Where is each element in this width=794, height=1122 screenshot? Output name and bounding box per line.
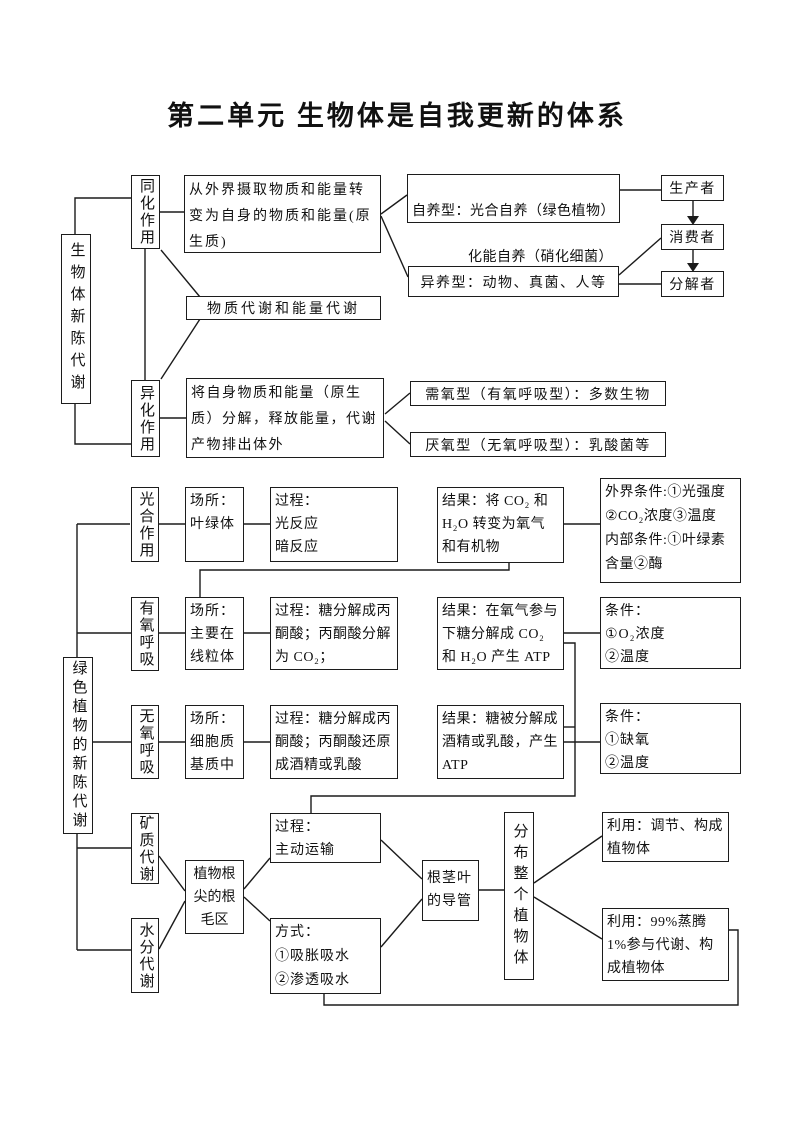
aerobic-respiration-label-box: 有氧呼吸 — [131, 597, 159, 671]
photosynthesis-site-box: 场所： 叶绿体 — [185, 487, 244, 562]
anaerobic-site-box: 场所： 细胞质 基质中 — [185, 705, 244, 779]
anaerobic-condition-box: 条件： ①缺氧 ②温度 — [600, 703, 741, 774]
arrowheads — [687, 216, 699, 272]
aerobic-result-box: 结果：在氧气参与 下糖分解成 CO₂ 和 H₂O 产生 ATP — [437, 597, 564, 670]
photosynthesis-result-box: 结果：将 CO₂ 和 H₂O 转变为氧气 和有机物 — [437, 487, 564, 563]
anaerobic-process-box: 过程：糖分解成丙 酮酸；丙酮酸还原 成酒精或乳酸 — [270, 705, 398, 779]
mineral-use-box: 利用：调节、构成 植物体 — [602, 812, 729, 862]
vessel-box: 根茎叶 的导管 — [422, 860, 479, 921]
photosynthesis-label: 光合作用 — [137, 490, 154, 559]
assimilation-desc-box: 从外界摄取物质和能量转 变为自身的物质和能量(原 生质) — [184, 175, 381, 253]
photosynthesis-label-box: 光合作用 — [131, 487, 159, 562]
photosynthesis-process-box: 过程： 光反应 暗反应 — [270, 487, 398, 562]
dissimilation-label: 异化作用 — [138, 384, 154, 453]
distribution-box: 分布整个植物体 — [504, 812, 534, 980]
autotroph-box: 自养型：光合自养（绿色植物） 化能自养（硝化细菌） — [407, 174, 620, 265]
root-hair-zone-box: 植物根 尖的根 毛区 — [185, 860, 244, 934]
aerobic-process-box: 过程：糖分解成丙 酮酸；丙酮酸分解 为 CO₂； — [270, 597, 398, 670]
decomposer-box: 分解者 — [661, 271, 724, 297]
plant-metabolism-root-label: 绿色植物的新陈代谢 — [70, 660, 87, 831]
autotroph-line2: 化能自养（硝化细菌） — [468, 250, 613, 265]
assimilation-label: 同化作用 — [138, 178, 154, 246]
water-use-box: 利用：99%蒸腾 1%参与代谢、构 成植物体 — [602, 908, 729, 981]
aerobic-site-box: 场所： 主要在 线粒体 — [185, 597, 244, 670]
mineral-metabolism-label: 矿质代谢 — [137, 814, 154, 883]
anaerobic-respiration-label-box: 无氧呼吸 — [131, 705, 159, 779]
water-absorption-method-box: 方式： ①吸胀吸水 ②渗透吸水 — [270, 918, 381, 994]
plant-metabolism-root-box: 绿色植物的新陈代谢 — [63, 657, 93, 834]
active-transport-box: 过程： 主动运输 — [270, 813, 381, 863]
organism-metabolism-root-box: 生物体新陈代谢 — [61, 234, 91, 404]
anaerobic-result-box: 结果：糖被分解成 酒精或乳酸，产生 ATP — [437, 705, 564, 779]
assimilation-box: 同化作用 — [131, 175, 160, 249]
water-metabolism-label: 水分代谢 — [137, 921, 154, 990]
consumer-box: 消费者 — [661, 224, 724, 250]
aerobic-condition-box: 条件： ①O₂浓度 ②温度 — [600, 597, 741, 669]
producer-box: 生产者 — [661, 175, 724, 201]
mineral-metabolism-label-box: 矿质代谢 — [131, 813, 159, 884]
dissimilation-box: 异化作用 — [131, 380, 160, 457]
dissimilation-desc-box: 将自身物质和能量（原生 质）分解，释放能量，代谢 产物排出体外 — [186, 378, 384, 458]
page-title: 第二单元 生物体是自我更新的体系 — [167, 101, 627, 131]
distribution-label: 分布整个植物体 — [511, 822, 528, 970]
aerobic-type-box: 需氧型（有氧呼吸型）：多数生物 — [410, 381, 666, 406]
aerobic-respiration-label: 有氧呼吸 — [137, 600, 154, 668]
anaerobic-respiration-label: 无氧呼吸 — [137, 708, 154, 776]
organism-metabolism-root-label: 生物体新陈代谢 — [68, 242, 85, 396]
heterotroph-box: 异养型：动物、真菌、人等 — [408, 266, 619, 297]
water-metabolism-label-box: 水分代谢 — [131, 918, 159, 993]
autotroph-line1: 自养型：光合自养（绿色植物） — [412, 204, 615, 219]
photosynthesis-condition-box: 外界条件:①光强度 ②CO₂浓度③温度 内部条件:①叶绿素 含量②酶 — [600, 478, 741, 583]
anaerobic-type-box: 厌氧型（无氧呼吸型）：乳酸菌等 — [410, 432, 666, 457]
metabolism-types-box: 物质代谢和能量代谢 — [186, 296, 381, 320]
